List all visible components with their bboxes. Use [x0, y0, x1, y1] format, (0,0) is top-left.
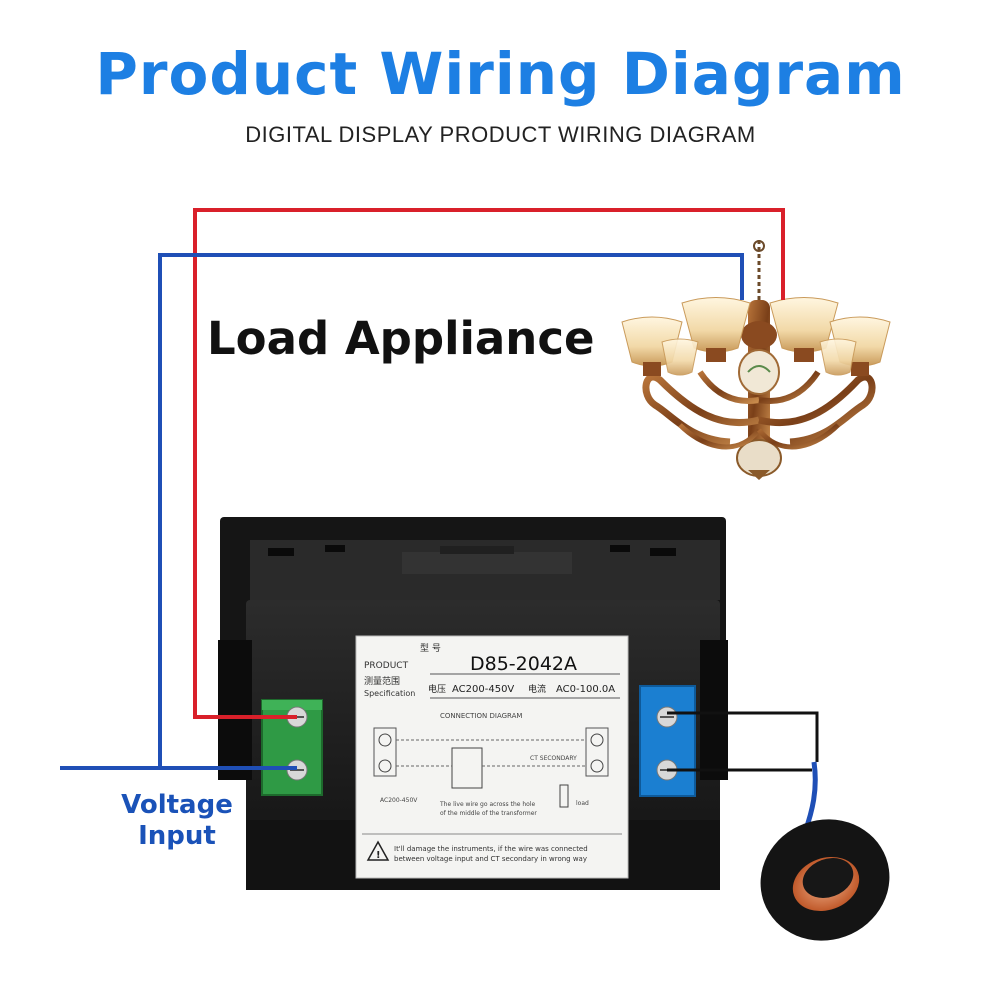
- sticker-note-line1: The live wire go across the hole: [439, 801, 535, 808]
- chandelier-icon: [621, 240, 891, 480]
- sticker-input-voltage: AC200-450V: [380, 797, 418, 804]
- voltage-input-line2: Input: [138, 821, 216, 851]
- page-title: Product Wiring Diagram: [95, 40, 906, 108]
- svg-text:!: !: [376, 850, 381, 861]
- sticker-model: D85-2042A: [470, 653, 577, 675]
- neutral-wire-blue: [158, 253, 744, 768]
- sticker-load: load: [576, 800, 589, 807]
- sticker-current-range: AC0-100.0A: [556, 684, 615, 695]
- warning-icon: !: [366, 840, 390, 861]
- page-subtitle: DIGITAL DISPLAY PRODUCT WIRING DIAGRAM: [245, 122, 756, 147]
- sticker-note-line2: of the middle of the transformer: [440, 810, 537, 817]
- sticker-model-cn: 型 号: [420, 643, 441, 654]
- current-transformer-icon: [760, 819, 890, 941]
- sticker-ct-secondary: CT SECONDARY: [530, 755, 577, 762]
- ct-terminal-block: [639, 685, 696, 797]
- voltage-input-line1: Voltage: [121, 790, 233, 820]
- sticker-voltage-range: AC200-450V: [452, 684, 514, 695]
- ct-wire-1: [667, 711, 819, 762]
- sticker-spec-label: Specification: [364, 689, 415, 698]
- screw-terminal-icon: [656, 706, 678, 728]
- live-wire-red: [193, 208, 785, 719]
- sticker-spec-cn: 测量范围: [364, 675, 400, 687]
- voltage-terminal-block: [261, 699, 323, 796]
- sticker-voltage-cn: 电压: [428, 683, 446, 695]
- sticker-warning-line1: It'll damage the instruments, if the wir…: [394, 845, 588, 853]
- sticker-current-cn: 电流: [528, 683, 546, 695]
- load-appliance-label: Load Appliance: [207, 312, 595, 365]
- sticker-product-label: PRODUCT: [364, 661, 409, 671]
- meter-sticker: 型 号 PRODUCT D85-2042A 测量范围 Specification…: [355, 635, 629, 879]
- sticker-warning-line2: between voltage input and CT secondary i…: [394, 855, 587, 863]
- sticker-connection-diagram: CONNECTION DIAGRAM: [440, 712, 522, 720]
- voltage-input-label: Voltage Input: [112, 790, 242, 852]
